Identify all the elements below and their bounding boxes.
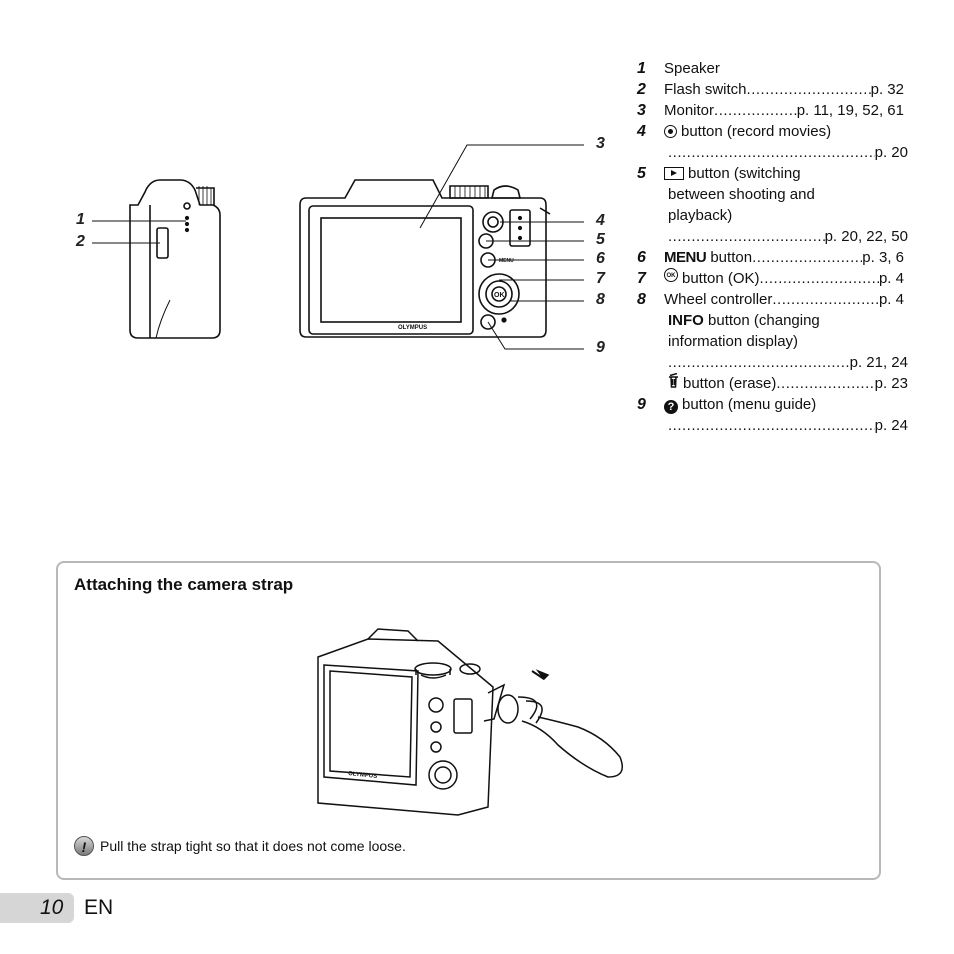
item-page: p. 21, 24 (849, 354, 908, 371)
parts-item-4: 4 button (record movies) (637, 121, 877, 142)
item-label: Speaker (664, 60, 720, 77)
callout-4: 4 (596, 212, 605, 229)
item-number: 4 (637, 123, 646, 140)
camera-brand-label: OLYMPUS (398, 325, 427, 331)
camera-back-view (299, 179, 551, 338)
item-number: 7 (637, 270, 646, 287)
item-label: playback) (668, 207, 733, 224)
camera-side-view (129, 179, 221, 339)
parts-item-9: 9 ? button (menu guide) (637, 394, 877, 415)
item-page: p. 32 (870, 81, 904, 98)
question-icon: ? (664, 400, 678, 414)
parts-item-8: 8 Wheel controller p. 4 (637, 289, 904, 310)
record-movie-icon (664, 125, 677, 138)
item-page: p. 20 (874, 144, 908, 161)
item-page: p. 24 (874, 417, 908, 434)
strap-section: Attaching the camera strap OLYMPUS ! (56, 561, 881, 880)
item-page: p. 4 (878, 270, 904, 287)
callout-6: 6 (596, 250, 605, 267)
item-page: p. 20, 22, 50 (824, 228, 908, 245)
item-number: 6 (637, 249, 646, 266)
parts-item-2: 2 Flash switch p. 32 (637, 79, 904, 100)
parts-item-info: INFO button (changing (637, 310, 877, 331)
camera-diagram: OLYMPUS MENU OK (92, 144, 584, 350)
item-label: Flash switch (664, 81, 747, 98)
callout-8: 8 (596, 291, 605, 308)
item-number: 5 (637, 165, 646, 182)
parts-item-3: 3 Monitor p. 11, 19, 52, 61 (637, 100, 904, 121)
camera-ok-label: OK (494, 292, 505, 299)
camera-strap-illustration: OLYMPUS (317, 628, 623, 816)
item-label: button (erase) (683, 375, 777, 392)
strap-note: ! Pull the strap tight so that it does n… (74, 836, 406, 856)
item-number: 9 (637, 396, 646, 413)
page-number-tab (0, 893, 74, 923)
callout-7: 7 (596, 270, 605, 287)
item-page: p. 11, 19, 52, 61 (796, 102, 904, 119)
item-label: button (710, 249, 753, 266)
parts-item-6: 6 MENU button p. 3, 6 (637, 247, 904, 268)
callout-9: 9 (596, 339, 605, 356)
callout-3: 3 (596, 135, 605, 152)
item-label: button (record movies) (681, 123, 832, 140)
leader-lines (92, 144, 584, 350)
item-number: 2 (637, 81, 646, 98)
item-page: p. 3, 6 (862, 249, 904, 266)
item-label: Wheel controller (664, 291, 773, 308)
item-page: p. 4 (878, 291, 904, 308)
strap-section-title: Attaching the camera strap (74, 575, 294, 594)
item-label: button (switching (688, 165, 801, 182)
strap-camera-brand-label: OLYMPUS (348, 771, 378, 780)
page-language: EN (84, 896, 114, 919)
ok-icon: OK (664, 268, 678, 282)
parts-item-erase: button (erase) p. 23 (637, 372, 908, 394)
trash-icon (668, 372, 679, 388)
exclamation-icon: ! (74, 836, 94, 856)
parts-list: 1 Speaker 2 Flash switch p. 32 3 Monitor p… (637, 58, 908, 436)
item-label: Monitor (664, 102, 715, 119)
item-label: button (OK) (682, 270, 760, 287)
item-number: 8 (637, 291, 646, 308)
page-number: 10 (40, 896, 64, 919)
parts-item-5: 5 button (switching (637, 163, 877, 184)
callout-5: 5 (596, 231, 605, 248)
playback-icon (664, 167, 684, 180)
callout-1: 1 (76, 211, 85, 228)
item-number: 1 (637, 60, 646, 77)
item-label: information display) (668, 333, 799, 350)
item-label: button (menu guide) (682, 396, 817, 413)
menu-label: MENU (664, 249, 707, 266)
parts-item-1: 1 Speaker (637, 58, 877, 79)
item-number: 3 (637, 102, 646, 119)
item-page: p. 23 (874, 375, 908, 392)
item-label: button (changing (708, 312, 820, 329)
item-label: between shooting and (668, 186, 815, 203)
info-label: INFO (668, 312, 704, 329)
parts-item-7: 7 OK button (OK) p. 4 (637, 268, 904, 289)
strap-note-text: Pull the strap tight so that it does not… (100, 838, 406, 854)
camera-menu-label: MENU (499, 258, 514, 264)
callout-2: 2 (76, 233, 85, 250)
